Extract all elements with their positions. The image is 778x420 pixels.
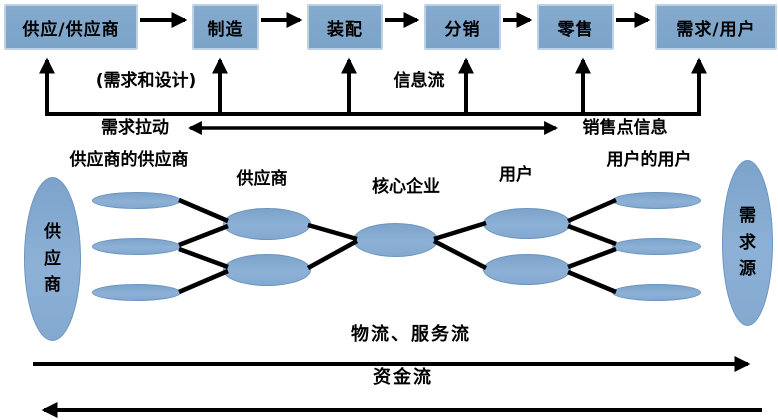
label-suppliers-supplier: 供应商的供应商 [69,150,189,170]
label-pos-information: 销售点信息 [582,118,668,138]
ellipse-supply-source-label: 供应商 [44,222,61,296]
link-u1-uu1 [567,197,617,224]
label-funds-flow: 资金流 [373,367,433,388]
ellipse-users-user-2 [612,238,701,255]
label-user-tier: 用户 [499,165,533,185]
label-demand-and-design: (需求和设计) [95,71,197,91]
ellipse-supplier-2 [223,254,311,286]
label-users-user: 用户的用户 [606,150,692,170]
ellipse-supplier-1 [223,208,311,240]
label-information-flow: 信息流 [393,71,445,91]
link-u2-uu2 [567,246,617,270]
label-core-enterprise: 核心企业 [372,177,440,197]
label-logistics-service-flow: 物流、服务流 [351,324,471,345]
link-s2-core [306,239,359,270]
link-ss3-s2 [178,268,229,295]
link-ss1-s1 [178,197,229,224]
ellipse-demand-source-label: 需求源 [739,206,756,280]
link-ss2-s2 [178,246,229,270]
link-ss2-s1 [178,223,229,248]
ellipse-user-2 [483,254,571,285]
ellipse-supply-source: 供应商 [24,177,81,341]
process-box-demand-user: 需求/用户 [655,4,777,50]
ellipse-users-user-1 [612,192,701,209]
ellipse-demand-source: 需求源 [722,160,773,326]
ellipse-suppliers-supplier-1 [92,192,181,209]
link-core-u1 [433,220,487,242]
link-u1-uu2 [567,223,617,247]
process-box-retail: 零售 [537,4,614,50]
ellipse-user-1 [483,208,571,239]
process-box-manufacture: 制造 [192,4,259,50]
process-box-assembly: 装配 [307,4,383,50]
link-core-u2 [432,239,488,270]
label-demand-pull: 需求拉动 [101,118,169,138]
ellipse-suppliers-supplier-3 [92,284,181,301]
process-box-distribution: 分销 [424,4,501,50]
process-box-supply-supplier: 供应/供应商 [4,4,138,50]
ellipse-suppliers-supplier-2 [92,238,181,255]
label-supplier-tier: 供应商 [236,169,288,189]
link-s1-core [307,222,358,242]
ellipse-users-user-3 [612,284,701,301]
link-u2-uu3 [567,269,617,295]
ellipse-core-enterprise [353,223,438,257]
